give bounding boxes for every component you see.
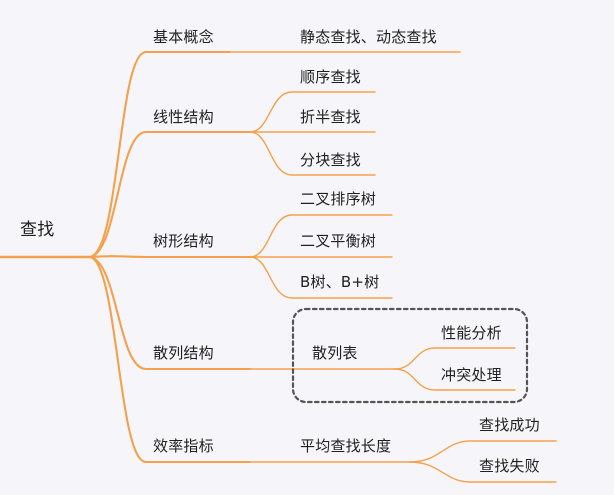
edge-root-tree bbox=[88, 255, 252, 259]
branch-tree-structure[interactable]: 树形结构 bbox=[153, 232, 214, 250]
topic-search-success[interactable]: 查找成功 bbox=[479, 416, 540, 434]
edge-hash-table-performance bbox=[394, 347, 516, 370]
edge-linear-sequential bbox=[249, 91, 376, 133]
edge-root-linear bbox=[88, 130, 252, 259]
topic-search-failure[interactable]: 查找失败 bbox=[479, 457, 540, 475]
edge-asl-failure bbox=[409, 461, 557, 483]
topic-average-search-length[interactable]: 平均查找长度 bbox=[300, 437, 392, 455]
branch-efficiency-metrics[interactable]: 效率指标 bbox=[153, 437, 214, 455]
hash-boundary bbox=[291, 307, 529, 404]
topic-performance-analysis[interactable]: 性能分析 bbox=[441, 324, 502, 342]
topic-hash-table[interactable]: 散列表 bbox=[312, 344, 358, 362]
edge-root-basic-concepts bbox=[88, 50, 232, 259]
topic-sequential-search[interactable]: 顺序查找 bbox=[300, 68, 361, 86]
branch-linear-structure[interactable]: 线性结构 bbox=[153, 108, 214, 126]
edge-hash-table-collision bbox=[394, 368, 516, 391]
topic-binary-search[interactable]: 折半查找 bbox=[300, 108, 361, 126]
root-topic[interactable]: 查找 bbox=[20, 220, 55, 240]
branch-basic-concepts[interactable]: 基本概念 bbox=[153, 28, 214, 46]
topic-static-dynamic-search[interactable]: 静态查找、动态查找 bbox=[300, 28, 437, 46]
edge-asl-success bbox=[409, 440, 557, 463]
edge-tree-bst bbox=[249, 214, 393, 258]
topic-b-tree[interactable]: B树、B+树 bbox=[300, 273, 380, 291]
topic-binary-sort-tree[interactable]: 二叉排序树 bbox=[300, 190, 377, 208]
edge-tree-btree bbox=[249, 256, 393, 299]
topic-block-search[interactable]: 分块查找 bbox=[300, 151, 361, 169]
branch-hash-structure[interactable]: 散列结构 bbox=[153, 344, 214, 362]
topic-collision-handling[interactable]: 冲突处理 bbox=[441, 366, 502, 384]
edge-root-efficiency bbox=[88, 255, 252, 464]
topic-balanced-binary-tree[interactable]: 二叉平衡树 bbox=[300, 232, 377, 250]
edge-linear-block bbox=[249, 131, 376, 176]
edge-root-hash bbox=[88, 255, 252, 371]
